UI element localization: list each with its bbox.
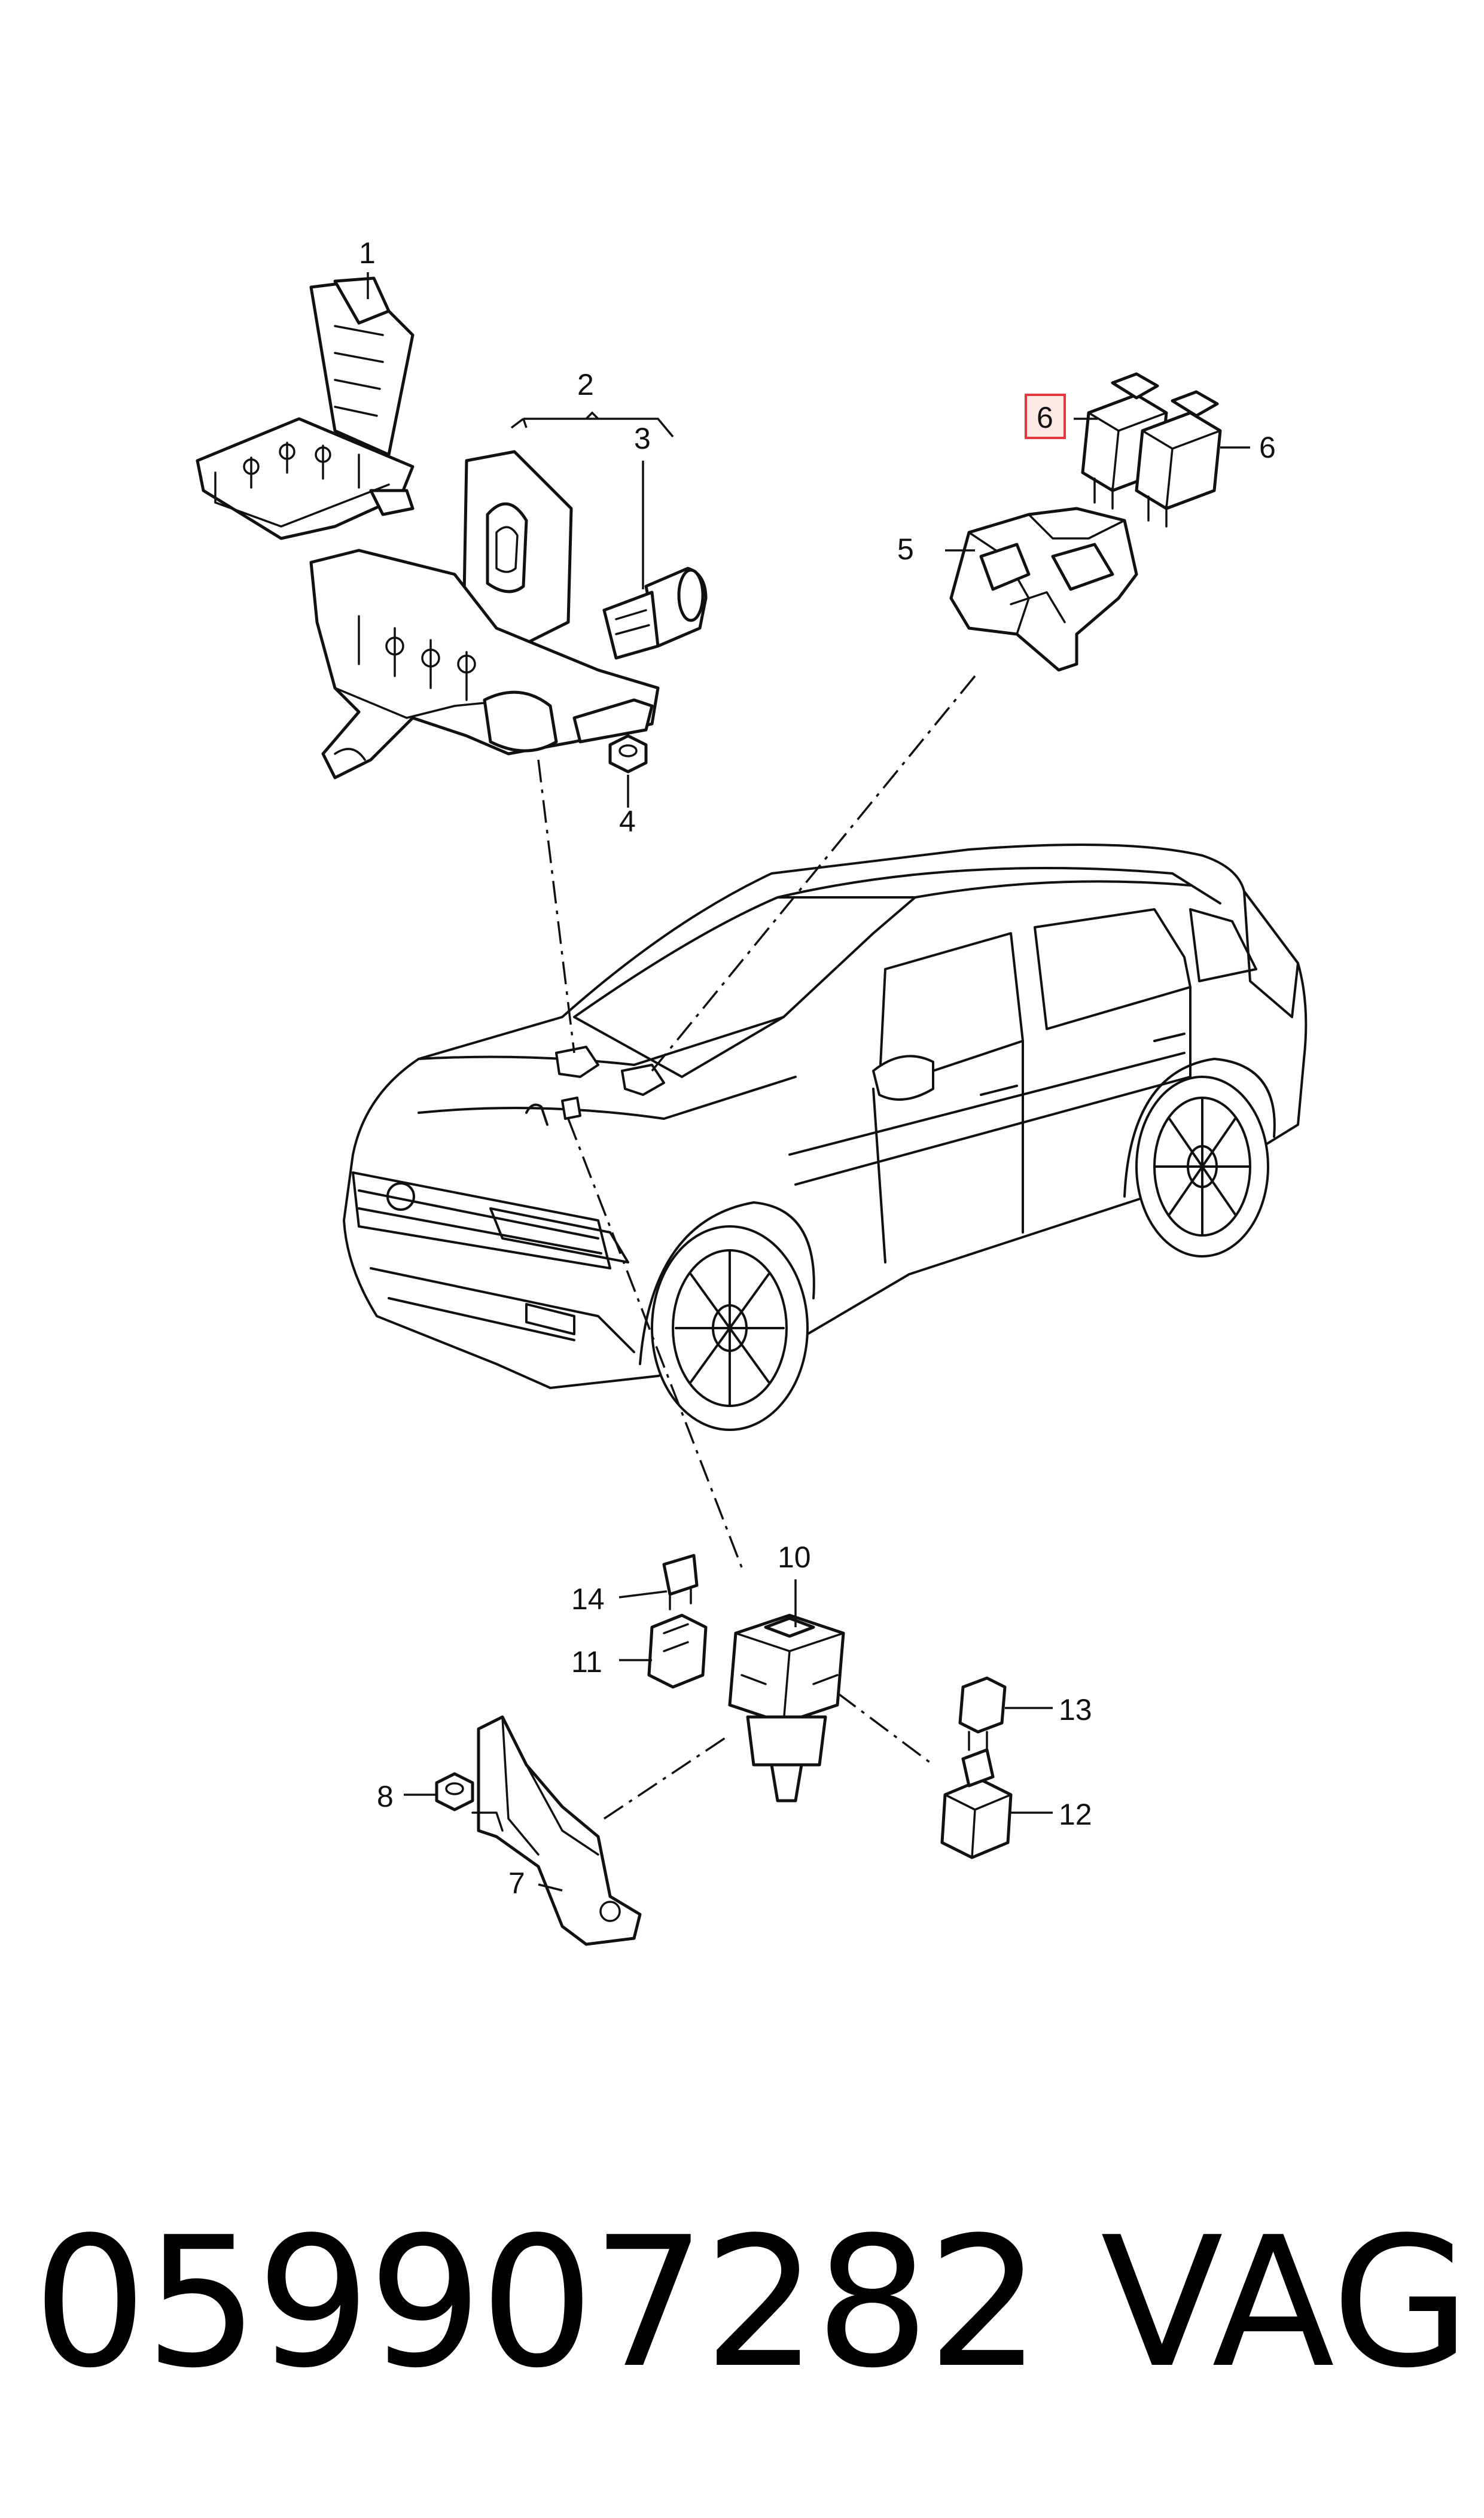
callout-6: 6 xyxy=(1259,431,1276,464)
callout-5: 5 xyxy=(897,532,914,566)
part-13-micro-relay[interactable] xyxy=(958,1676,1007,1751)
callout-11: 11 xyxy=(571,1645,602,1679)
part-5-relay-carrier[interactable] xyxy=(949,507,1138,672)
callout-6-highlighted: 6 xyxy=(1037,401,1053,434)
part-1-fuse-holder[interactable] xyxy=(196,276,415,540)
callout-7: 7 xyxy=(508,1867,525,1900)
callouts: 1 2 3 4 5 6 6 10 14 11 13 12 8 7 xyxy=(359,236,1276,1900)
part-3-connector[interactable] xyxy=(602,567,708,660)
part-2-fuse-carrier[interactable] xyxy=(309,450,660,780)
part-10-relay-housing[interactable] xyxy=(728,1613,845,1803)
callout-2: 2 xyxy=(577,368,594,401)
assembly-lines xyxy=(537,675,976,1820)
part-number: 059907282 xyxy=(33,2199,1041,2407)
part-7-bracket[interactable] xyxy=(471,1715,642,1946)
callout-13: 13 xyxy=(1059,1693,1092,1727)
callout-8: 8 xyxy=(377,1780,394,1813)
part-12-relay-socket[interactable] xyxy=(940,1748,1013,1859)
callout-1: 1 xyxy=(359,236,376,270)
part-6-relay[interactable] xyxy=(1135,390,1222,528)
leader-lines xyxy=(367,272,1250,1892)
part-14-blade-fuse[interactable] xyxy=(662,1554,699,1610)
part-11-fuse-holder[interactable] xyxy=(647,1613,708,1689)
callout-12: 12 xyxy=(1059,1798,1092,1831)
vehicle-illustration xyxy=(343,844,1308,1431)
callout-3: 3 xyxy=(634,422,651,455)
brand-label: VAG xyxy=(1101,2199,1471,2407)
callout-10: 10 xyxy=(778,1540,811,1574)
parts-diagram: 1 2 3 4 5 6 6 10 14 11 13 12 8 7 xyxy=(196,236,1308,1946)
part-4-nut[interactable] xyxy=(608,734,648,774)
part-8-nut[interactable] xyxy=(435,1772,474,1811)
callout-4: 4 xyxy=(619,805,636,838)
highlight-box xyxy=(1025,394,1066,439)
callout-14: 14 xyxy=(571,1582,605,1616)
